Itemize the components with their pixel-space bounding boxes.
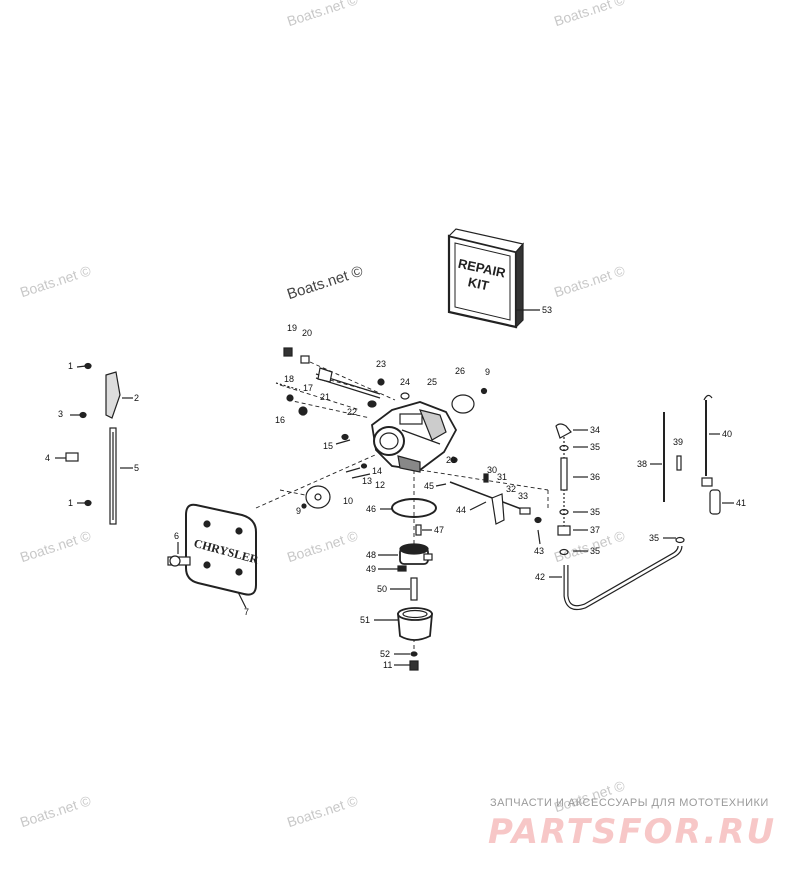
callout-35: 35 bbox=[590, 442, 601, 452]
callout-49: 49 bbox=[366, 564, 377, 574]
callout-7: 7 bbox=[244, 607, 250, 617]
callout-11: 11 bbox=[383, 660, 393, 670]
callout-18: 18 bbox=[284, 374, 295, 384]
callout-26: 26 bbox=[455, 366, 466, 376]
callout-43: 43 bbox=[534, 546, 545, 556]
callout-51: 51 bbox=[360, 615, 371, 625]
brand-logo: PARTSFOR.RU bbox=[488, 812, 777, 852]
callout-6: 6 bbox=[174, 531, 180, 541]
callout-10: 10 bbox=[343, 496, 354, 506]
carburetor-body bbox=[371, 401, 458, 473]
callout-14: 14 bbox=[372, 466, 383, 476]
callout-34: 34 bbox=[590, 425, 601, 435]
callout-2: 2 bbox=[134, 393, 140, 403]
callout-35b: 35 bbox=[590, 507, 601, 517]
disc-10 bbox=[305, 485, 331, 509]
callout-9: 9 bbox=[296, 506, 302, 516]
callout-22: 22 bbox=[347, 407, 358, 417]
brand-tagline: ЗАПЧАСТИ И АКСЕССУАРЫ ДЛЯ МОТОТЕХНИКИ bbox=[490, 797, 769, 809]
callout-41: 41 bbox=[736, 498, 747, 508]
plate bbox=[167, 503, 257, 609]
callout-31: 31 bbox=[497, 472, 508, 482]
callout-47: 47 bbox=[434, 525, 445, 535]
callout-4: 4 bbox=[45, 453, 51, 463]
fuel-hose-42 bbox=[563, 545, 683, 611]
callout-45: 45 bbox=[424, 481, 435, 491]
callout-37: 37 bbox=[590, 525, 601, 535]
callout-39: 39 bbox=[673, 437, 684, 447]
callout-9b: 9 bbox=[485, 367, 491, 377]
callout-30: 30 bbox=[487, 465, 498, 475]
callout-23: 23 bbox=[376, 359, 387, 369]
callout-3: 3 bbox=[58, 409, 64, 419]
callout-20: 20 bbox=[302, 328, 313, 338]
callout-16: 16 bbox=[275, 415, 286, 425]
callout-50: 50 bbox=[377, 584, 388, 594]
disc-26 bbox=[451, 394, 475, 414]
callout-17: 17 bbox=[303, 383, 314, 393]
callout-53: 53 bbox=[542, 305, 553, 315]
callout-32: 32 bbox=[506, 484, 517, 494]
callout-38: 38 bbox=[637, 459, 648, 469]
callout-44: 44 bbox=[456, 505, 467, 515]
choke-shaft bbox=[275, 347, 410, 445]
linkage-rod bbox=[55, 362, 133, 525]
callout-5: 5 bbox=[134, 463, 140, 473]
callout-15: 15 bbox=[323, 441, 334, 451]
repair-kit-box bbox=[447, 228, 540, 329]
float-48 bbox=[378, 543, 433, 565]
callout-24: 24 bbox=[400, 377, 411, 387]
callout-35d: 35 bbox=[649, 533, 660, 543]
callout-21: 21 bbox=[320, 392, 331, 402]
callout-52: 52 bbox=[380, 649, 391, 659]
callout-36: 36 bbox=[590, 472, 601, 482]
callout-46: 46 bbox=[366, 504, 377, 514]
callout-42: 42 bbox=[535, 572, 546, 582]
callout-35c: 35 bbox=[590, 546, 601, 556]
callout-40: 40 bbox=[722, 429, 733, 439]
callout-48: 48 bbox=[366, 550, 377, 560]
gasket-46 bbox=[391, 498, 437, 518]
callout-1b: 1 bbox=[68, 498, 74, 508]
callout-29: 29 bbox=[446, 455, 457, 465]
callout-13: 13 bbox=[362, 476, 373, 486]
callout-1: 1 bbox=[68, 361, 74, 371]
fuel-pump-parts bbox=[555, 423, 588, 556]
bowl-51 bbox=[374, 607, 433, 641]
callout-25: 25 bbox=[427, 377, 438, 387]
callout-33: 33 bbox=[518, 491, 529, 501]
callout-12: 12 bbox=[375, 480, 386, 490]
callout-19: 19 bbox=[287, 323, 298, 333]
